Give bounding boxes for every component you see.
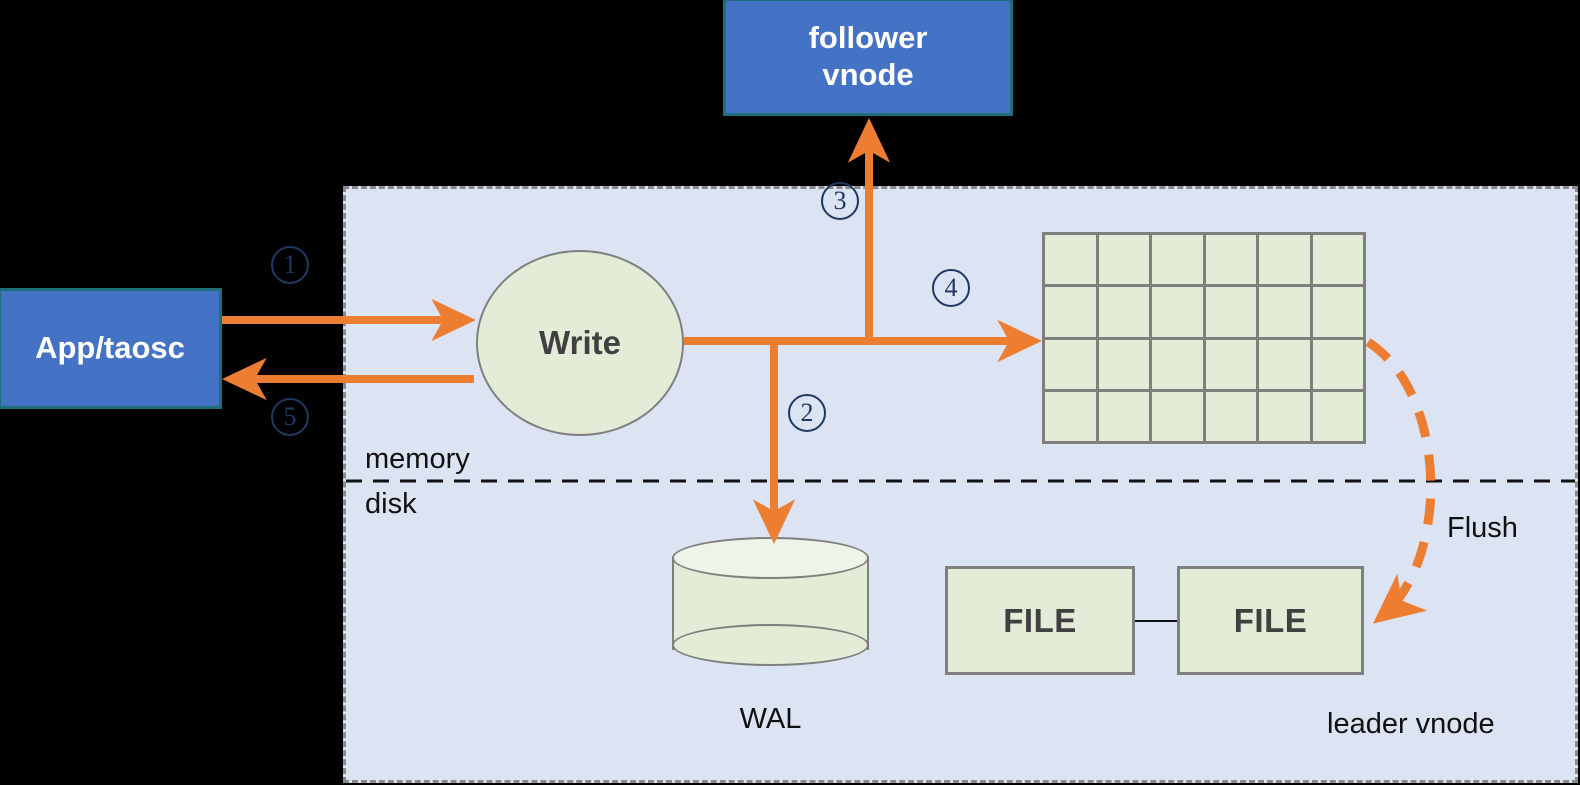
app-taosc-node: App/taosc — [0, 288, 222, 409]
wal-cylinder-top — [672, 537, 869, 579]
step-badge-3: 3 — [821, 182, 859, 220]
memtable-cell — [1259, 391, 1310, 441]
step-badge-2: 2 — [788, 394, 826, 432]
leader-vnode-label: leader vnode — [1327, 708, 1495, 740]
step-badge-1: 1 — [271, 246, 309, 284]
follower-vnode-line2: vnode — [822, 57, 914, 92]
file-box-1: FILE — [945, 566, 1135, 675]
memtable-cell — [1312, 287, 1363, 337]
memtable-cell — [1205, 235, 1256, 285]
memtable-cell — [1152, 235, 1203, 285]
memtable-cell — [1045, 287, 1096, 337]
memtable-cell — [1098, 235, 1149, 285]
memtable-cell — [1045, 339, 1096, 389]
wal-cylinder-bottom — [672, 624, 869, 666]
memtable-cell — [1205, 339, 1256, 389]
memtable-grid — [1042, 232, 1366, 444]
follower-vnode-node: follower vnode — [723, 0, 1013, 116]
step-badge-5: 5 — [271, 398, 309, 436]
memtable-cell — [1045, 235, 1096, 285]
memtable-cell — [1098, 287, 1149, 337]
memtable-cell — [1152, 339, 1203, 389]
memory-label: memory — [365, 443, 470, 475]
memtable-cell — [1152, 287, 1203, 337]
write-node: Write — [476, 250, 684, 436]
memtable-cell — [1152, 391, 1203, 441]
memtable-cell — [1205, 391, 1256, 441]
flush-label: Flush — [1447, 512, 1518, 544]
wal-cylinder — [672, 537, 869, 670]
memtable-cell — [1312, 391, 1363, 441]
memtable-cell — [1312, 235, 1363, 285]
memtable-cell — [1259, 287, 1310, 337]
follower-vnode-line1: follower — [808, 20, 928, 56]
memtable-cell — [1259, 339, 1310, 389]
wal-label: WAL — [739, 703, 802, 735]
memtable-cell — [1205, 287, 1256, 337]
step-badge-4: 4 — [932, 269, 970, 307]
file-connector-line — [1134, 620, 1178, 622]
file-box-2: FILE — [1177, 566, 1364, 675]
memtable-cell — [1098, 339, 1149, 389]
memtable-cell — [1312, 339, 1363, 389]
memtable-cell — [1259, 235, 1310, 285]
disk-label: disk — [365, 488, 417, 520]
memtable-cell — [1098, 391, 1149, 441]
memtable-cell — [1045, 391, 1096, 441]
